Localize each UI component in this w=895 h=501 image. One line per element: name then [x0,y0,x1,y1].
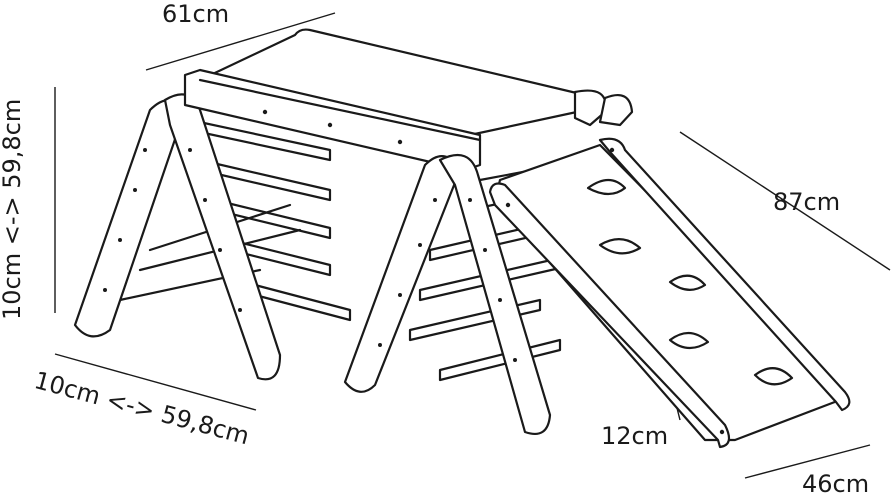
foothold [668,274,707,291]
dimension-line-depth [54,353,257,411]
top-platform [183,28,634,172]
top-width-label: 61cm [162,0,230,28]
foothold [598,238,642,255]
front-legs [343,153,552,436]
back-left-legs [73,93,282,381]
ramp-length-label: 87cm [773,188,841,216]
height-label: 10cm <-> 59,8cm [0,98,26,320]
foothold [668,331,710,350]
dimension-line-ramp-length [679,131,891,271]
ramp-height-label: 12cm [601,422,669,450]
dimension-line-top-width [145,12,336,71]
foothold [586,178,627,196]
ramp-width-label: 46cm [802,470,870,498]
dimension-line-ramp-width [744,444,871,479]
foothold [753,367,794,386]
climbing-ramp [488,137,851,449]
